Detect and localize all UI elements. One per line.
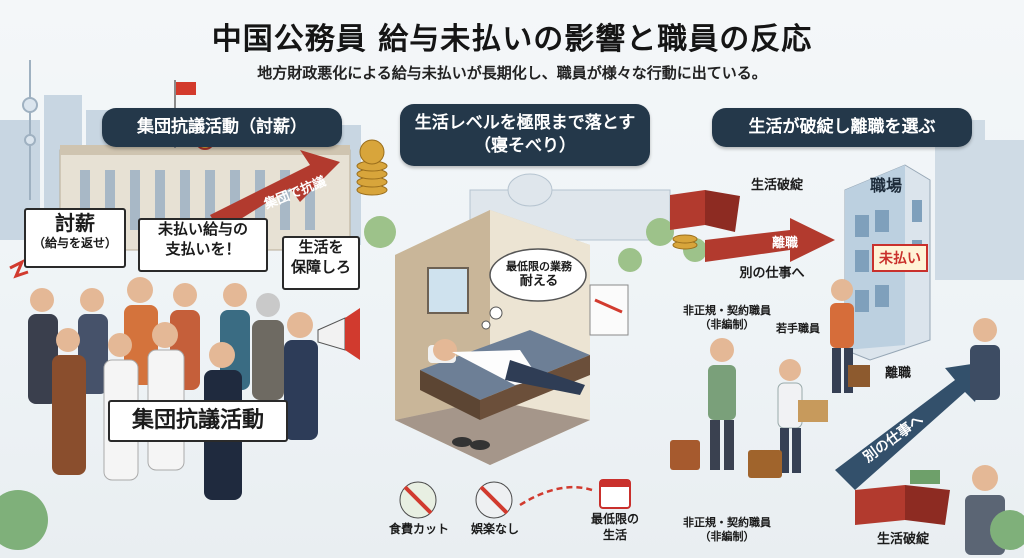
sign-unpaid-line2: 支払いを！	[165, 239, 241, 258]
label-food-cut: 食費カット	[388, 522, 449, 536]
label-young-staff: 若手職員	[776, 322, 820, 335]
contract-staff-line1: 非正規・契約職員	[683, 304, 771, 317]
label-contract-staff-bottom: 非正規・契約職員 （非編制）	[672, 516, 782, 545]
label-no-entertainment: 娯楽なし	[470, 522, 519, 536]
heading-lying-flat-line1: 生活レベルを極限まで落とす	[414, 113, 636, 133]
sign-guarantee-life: 生活を 保障しろ	[282, 236, 360, 290]
contract-staff-bottom-line1: 非正規・契約職員	[683, 516, 771, 529]
sign-demand-pay-sub: （給与を返せ）	[32, 236, 117, 250]
contract-staff-bottom-line2: （非編制）	[699, 530, 755, 544]
page-subtitle: 地方財政悪化による給与未払いが長期化し、職員が様々な行動に出ている。	[257, 64, 767, 82]
contract-staff-line2: （非編制）	[699, 318, 755, 332]
sign-unpaid: 未払い	[872, 244, 928, 272]
label-resign: 離職	[884, 366, 911, 381]
minimum-life-line2: 生活	[602, 527, 627, 542]
thought-bubble-text: 最低限の業務 耐える	[498, 260, 580, 291]
banner-collective-protest: 集団抗議活動	[108, 400, 288, 442]
arrow-text-resign: 離職	[772, 236, 799, 251]
thought-line2: 耐える	[519, 274, 559, 290]
minimum-life-line1: 最低限の	[590, 512, 639, 526]
heading-lying-flat-line2: （寝そべり）	[474, 135, 576, 156]
heading-resign: 生活が破綻し離職を選ぶ	[712, 108, 972, 147]
heading-protest: 集団抗議活動（討薪）	[102, 108, 342, 147]
sign-life-line1: 生活を	[298, 238, 344, 256]
label-life-collapse-bottom: 生活破綻	[876, 532, 929, 547]
label-contract-staff: 非正規・契約職員 （非編制）	[672, 304, 782, 333]
thought-line1: 最低限の業務	[506, 260, 572, 273]
building-sign-workplace: 職場	[870, 176, 903, 195]
sign-unpaid-line1: 未払い給与の	[157, 220, 248, 238]
sign-life-line2: 保障しろ	[290, 257, 351, 276]
sign-unpaid-salary: 未払い給与の 支払いを！	[138, 218, 268, 272]
heading-lying-flat: 生活レベルを極限まで落とす （寝そべり）	[400, 104, 650, 166]
page-title: 中国公務員 給与未払いの影響と職員の反応	[211, 22, 813, 57]
label-other-job-top: 別の仕事へ	[739, 266, 805, 281]
label-life-collapse-top: 生活破綻	[750, 178, 803, 193]
sign-demand-pay-title: 討薪	[55, 211, 95, 235]
label-minimum-life: 最低限の 生活	[585, 512, 645, 543]
sign-demand-pay: 討薪 （給与を返せ）	[24, 208, 126, 268]
